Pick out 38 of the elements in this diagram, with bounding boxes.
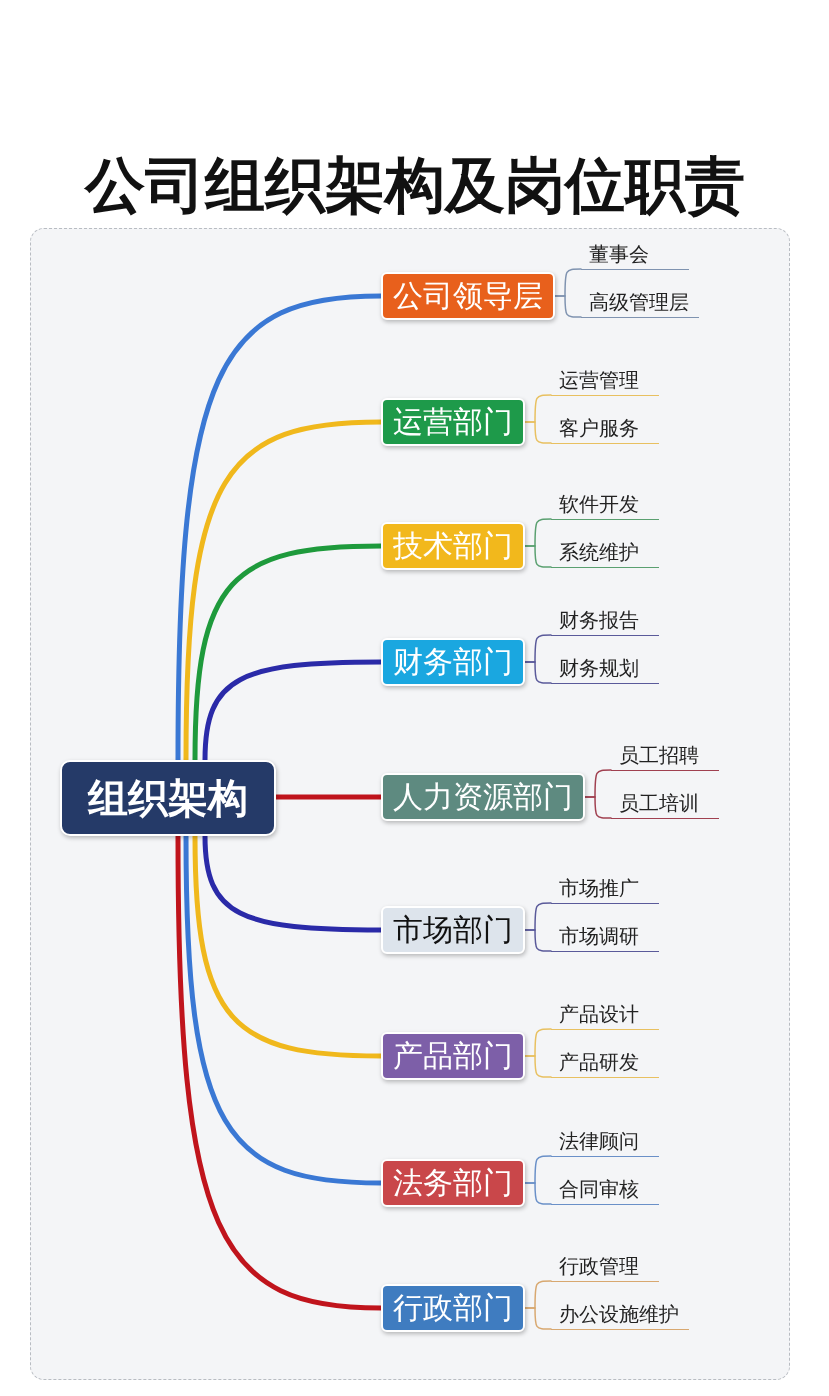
duty-label: 运营管理 [551, 365, 659, 396]
duty-label: 市场调研 [551, 921, 659, 952]
department-box: 财务部门 [381, 638, 525, 686]
duty-label: 行政管理 [551, 1251, 659, 1282]
connector-line [524, 1055, 552, 1078]
title: 公司组织架构及岗位职责 [83, 149, 746, 222]
connector-line [524, 1307, 552, 1330]
duty-label: 产品设计 [551, 999, 659, 1030]
duty-label: 客户服务 [551, 413, 659, 444]
duty-label: 软件开发 [551, 489, 659, 520]
duty-label: 法律顾问 [551, 1126, 659, 1157]
connector-line [524, 421, 552, 444]
duty-label: 员工招聘 [611, 740, 719, 771]
duty-label: 财务规划 [551, 653, 659, 684]
department-box: 法务部门 [381, 1159, 525, 1207]
root-box: 组织架构 [60, 760, 276, 836]
department-box: 公司领导层 [381, 272, 555, 320]
connector-line [524, 545, 552, 568]
department-box: 技术部门 [381, 522, 525, 570]
connector-line [584, 796, 612, 819]
connector-line [524, 1182, 552, 1205]
department-box: 产品部门 [381, 1032, 525, 1080]
duty-label: 系统维护 [551, 537, 659, 568]
department-box: 市场部门 [381, 906, 525, 954]
duty-label: 市场推广 [551, 873, 659, 904]
duty-label: 员工培训 [611, 788, 719, 819]
duty-label: 董事会 [581, 239, 689, 270]
connector-line [524, 929, 552, 952]
duty-label: 办公设施维护 [551, 1299, 689, 1330]
department-box: 运营部门 [381, 398, 525, 446]
department-box: 人力资源部门 [381, 773, 585, 821]
duty-label: 合同审核 [551, 1174, 659, 1205]
connector-line [554, 295, 582, 318]
connector-line [524, 661, 552, 684]
duty-label: 高级管理层 [581, 287, 699, 318]
department-box: 行政部门 [381, 1284, 525, 1332]
duty-label: 产品研发 [551, 1047, 659, 1078]
duty-label: 财务报告 [551, 605, 659, 636]
